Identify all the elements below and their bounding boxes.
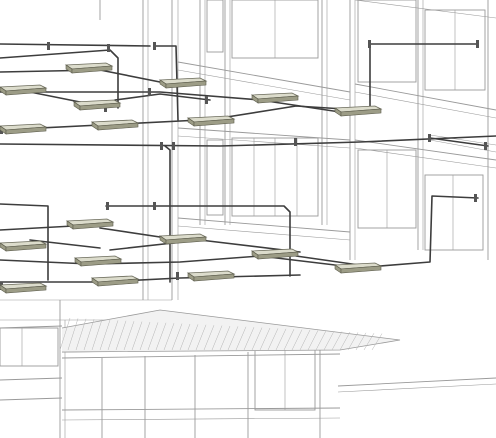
- fixture-lower-8[interactable]: [333, 262, 383, 274]
- canopy-hatch-line: [83, 319, 95, 351]
- canopy-hatch-line: [331, 331, 343, 351]
- fixture-face: [80, 258, 122, 267]
- fixture-face: [97, 122, 139, 131]
- fixture-group: [0, 62, 383, 294]
- canopy-hatch-line: [363, 333, 375, 351]
- canopy-hatch-line: [203, 325, 215, 351]
- canopy-hatch-line: [307, 330, 319, 351]
- canopy-hatch-line: [355, 332, 367, 351]
- canopy-hatch-line: [75, 318, 87, 351]
- canopy-hatch-line: [115, 320, 127, 351]
- canopy-hatch-line: [171, 323, 183, 351]
- canopy-hatch-line: [187, 324, 199, 351]
- canopy-hatch-line: [91, 319, 103, 351]
- canopy-hatch-line: [67, 318, 79, 351]
- fixture-face: [165, 236, 207, 245]
- canopy-hatch-line: [211, 325, 223, 351]
- canopy-hatch-line: [179, 323, 191, 351]
- canopy-hatch-line: [339, 331, 351, 351]
- fixture-face: [5, 285, 47, 294]
- canopy-hatch-line: [227, 326, 239, 351]
- canopy-hatch-line: [131, 321, 143, 351]
- canopy-hatch-line: [347, 332, 359, 351]
- fixture-face: [257, 95, 299, 104]
- fixture-face: [5, 87, 47, 96]
- fixture-face: [165, 80, 207, 89]
- fixture-face: [5, 243, 47, 252]
- canopy-hatch-line: [267, 328, 279, 351]
- canopy-hatch-line: [139, 321, 151, 351]
- fixture-upper-4[interactable]: [72, 99, 122, 111]
- fixture-upper-9[interactable]: [0, 123, 48, 135]
- fixture-face: [257, 251, 299, 260]
- canopy-hatch-line: [371, 333, 383, 351]
- canopy-hatch-line: [59, 317, 71, 351]
- fixture-upper-2[interactable]: [0, 84, 48, 96]
- fixture-upper-1[interactable]: [64, 62, 114, 74]
- canopy-hatch-line: [323, 331, 335, 351]
- canopy-hatch-line: [299, 329, 311, 351]
- fixture-lower-9[interactable]: [0, 282, 48, 294]
- fixture-face: [72, 221, 114, 230]
- fixture-upper-8[interactable]: [333, 105, 383, 117]
- fixture-face: [340, 108, 382, 117]
- fixture-upper-7[interactable]: [250, 92, 300, 104]
- fixture-upper-6[interactable]: [186, 115, 236, 127]
- fixture-lower-2[interactable]: [0, 240, 48, 252]
- pipe-network-lower: [0, 195, 479, 283]
- pipe-fittings: [0, 40, 487, 290]
- canopy-hatch-line: [99, 319, 111, 351]
- fixture-face: [193, 118, 235, 127]
- canopy-hatch-line: [235, 326, 247, 351]
- canopy-hatch-line: [163, 323, 175, 351]
- canopy-hatch-line: [283, 329, 295, 351]
- canopy-hatch-line: [259, 327, 271, 351]
- fixture-face: [79, 102, 121, 111]
- fixture-face: [193, 273, 235, 282]
- canopy-hatch-line: [291, 329, 303, 351]
- fixture-face: [5, 126, 47, 135]
- canopy-hatch-line: [107, 320, 119, 351]
- fixture-face: [71, 65, 113, 74]
- canopy-hatch-line: [251, 327, 263, 351]
- canopy-hatch-line: [123, 321, 135, 351]
- canopy-hatch-line: [195, 324, 207, 351]
- fixture-lower-5[interactable]: [90, 275, 140, 287]
- fixture-face: [340, 265, 382, 274]
- canopy-hatch-line: [243, 327, 255, 351]
- canopy-hatch-line: [315, 330, 327, 351]
- fixture-lower-1[interactable]: [65, 218, 115, 230]
- fixture-lower-6[interactable]: [186, 270, 236, 282]
- fixture-lower-7[interactable]: [250, 248, 300, 260]
- canopy-hatch: [59, 309, 401, 353]
- fixture-upper-5[interactable]: [90, 119, 140, 131]
- canopy-hatch-line: [147, 322, 159, 351]
- canopy-hatch-line: [219, 325, 231, 351]
- fixture-lower-4[interactable]: [73, 255, 123, 267]
- canopy-hatch-line: [155, 322, 167, 351]
- fixture-face: [97, 278, 139, 287]
- fixture-lower-3[interactable]: [158, 233, 208, 245]
- canopy-hatch-line: [275, 328, 287, 351]
- fixture-upper-3[interactable]: [158, 77, 208, 89]
